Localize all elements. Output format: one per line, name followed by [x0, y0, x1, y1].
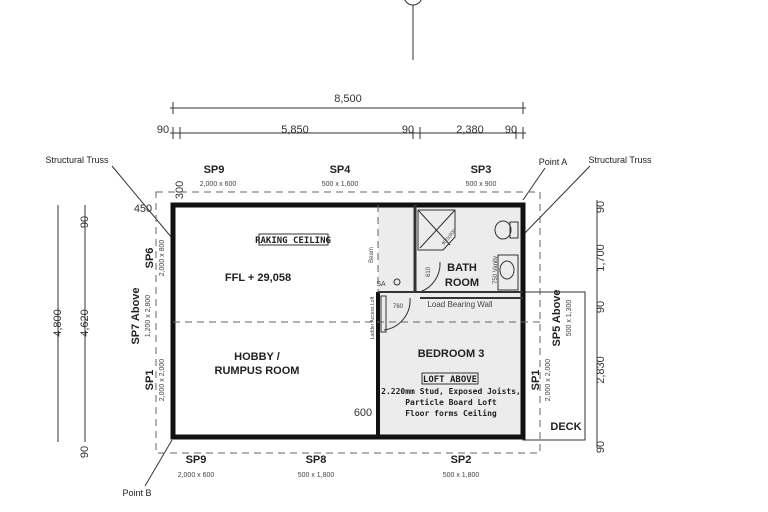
window-label: SP1 [530, 370, 542, 391]
structural-truss-right: Structural Truss [588, 155, 652, 165]
dim-top-1: 5,850 [281, 124, 309, 136]
roof-outline [155, 191, 541, 454]
beam-label: Beam [369, 247, 375, 263]
structural-truss-left: Structural Truss [45, 155, 109, 165]
bath-door-swing [419, 261, 441, 293]
bath-label-2: ROOM [445, 277, 479, 289]
loft-note: 2.220mm Stud, Exposed Joists, [381, 386, 521, 396]
point-b: Point B [122, 488, 151, 498]
window-label: SP7 Above [130, 287, 142, 344]
window-label: SP8 [306, 454, 327, 466]
loft-note: Floor forms Ceiling [405, 408, 497, 418]
window-size: 1,200 x 2,800 [145, 295, 152, 338]
dim-right: 90 [595, 441, 607, 453]
loft-note: Particle Board Loft [405, 397, 497, 407]
vanity-label: 750 Vanity [493, 256, 499, 284]
window-size: 2,000 x 600 [200, 181, 237, 188]
window-label: SP9 [186, 454, 207, 466]
window-size: 500 x 1,800 [443, 472, 480, 479]
dim-top-0: 90 [157, 124, 169, 136]
window-label: SP4 [330, 164, 352, 176]
ladder-label: Ladder Access Loft [370, 296, 376, 339]
dim-610: 610 [426, 266, 432, 277]
window-size: 2,000 x 800 [159, 240, 166, 277]
north-arrow-icon [404, 0, 422, 60]
window-size: 2,000 x 2,000 [545, 359, 552, 402]
dim-top-3: 2,380 [456, 124, 484, 136]
dim-right: 2,830 [595, 356, 607, 384]
window-label: SP1 [144, 370, 156, 391]
dim-right: 1,700 [595, 244, 607, 272]
dim-left-outer: 4,800 [52, 309, 64, 337]
toilet-icon [494, 220, 512, 240]
window-size: 2,000 x 2,000 [159, 359, 166, 402]
vanity [497, 254, 519, 291]
loft-above-label: LOFT ABOVE [423, 375, 477, 385]
left-dimensions: 4,800 4,620 90 90 [52, 205, 91, 458]
window-size: 2,000 x 600 [178, 472, 215, 479]
window-size: 500 x 900 [466, 181, 497, 188]
basin-icon [499, 260, 515, 280]
raking-ceiling-label: RAKING CEILING [255, 236, 331, 246]
point-a: Point A [539, 157, 568, 167]
ladder-icon [380, 295, 387, 333]
dim-450: 450 [134, 203, 152, 215]
rumpus-label: RUMPUS ROOM [215, 365, 300, 377]
bath-label: BATH [447, 262, 477, 274]
window-label: SP3 [471, 164, 492, 176]
smoke-alarm-icon [393, 278, 401, 286]
ffl-label: FFL + 29,058 [225, 272, 291, 284]
dim-right: 90 [595, 201, 607, 213]
dim-left-end: 90 [79, 446, 91, 458]
window-label: SP5 Above [551, 289, 563, 346]
dim-760: 760 [393, 304, 404, 310]
bedroom-door-swing [383, 297, 411, 331]
dim-300: 300 [174, 181, 186, 199]
window-label: SP9 [204, 164, 225, 176]
hobby-label: HOBBY / [234, 351, 280, 363]
bedroom-label: BEDROOM 3 [418, 348, 485, 360]
dim-600: 600 [354, 407, 372, 419]
load-bearing-wall-label: Load Bearing Wall [427, 300, 492, 309]
sa-label: SA [376, 281, 386, 288]
deck-label: DECK [550, 421, 581, 433]
dim-overall-width: 8,500 [334, 93, 362, 105]
walls [170, 202, 540, 440]
dim-left-end: 90 [79, 216, 91, 228]
window-size: 500 x 1,800 [298, 472, 335, 479]
right-dimensions: 90 1,700 90 2,830 90 [595, 200, 607, 453]
window-label: SP6 [144, 248, 156, 269]
dim-right: 90 [595, 301, 607, 313]
dim-top-2: 90 [402, 124, 414, 136]
dim-top-4: 90 [505, 124, 517, 136]
window-size: 500 x 1,600 [322, 181, 359, 188]
dim-left-inner: 4,620 [79, 309, 91, 337]
window-label: SP2 [451, 454, 472, 466]
top-dimensions: 8,500 90 5,850 90 2,380 90 [157, 93, 526, 139]
window-size: 500 x 1,300 [566, 300, 573, 337]
shower-icon [417, 209, 456, 251]
